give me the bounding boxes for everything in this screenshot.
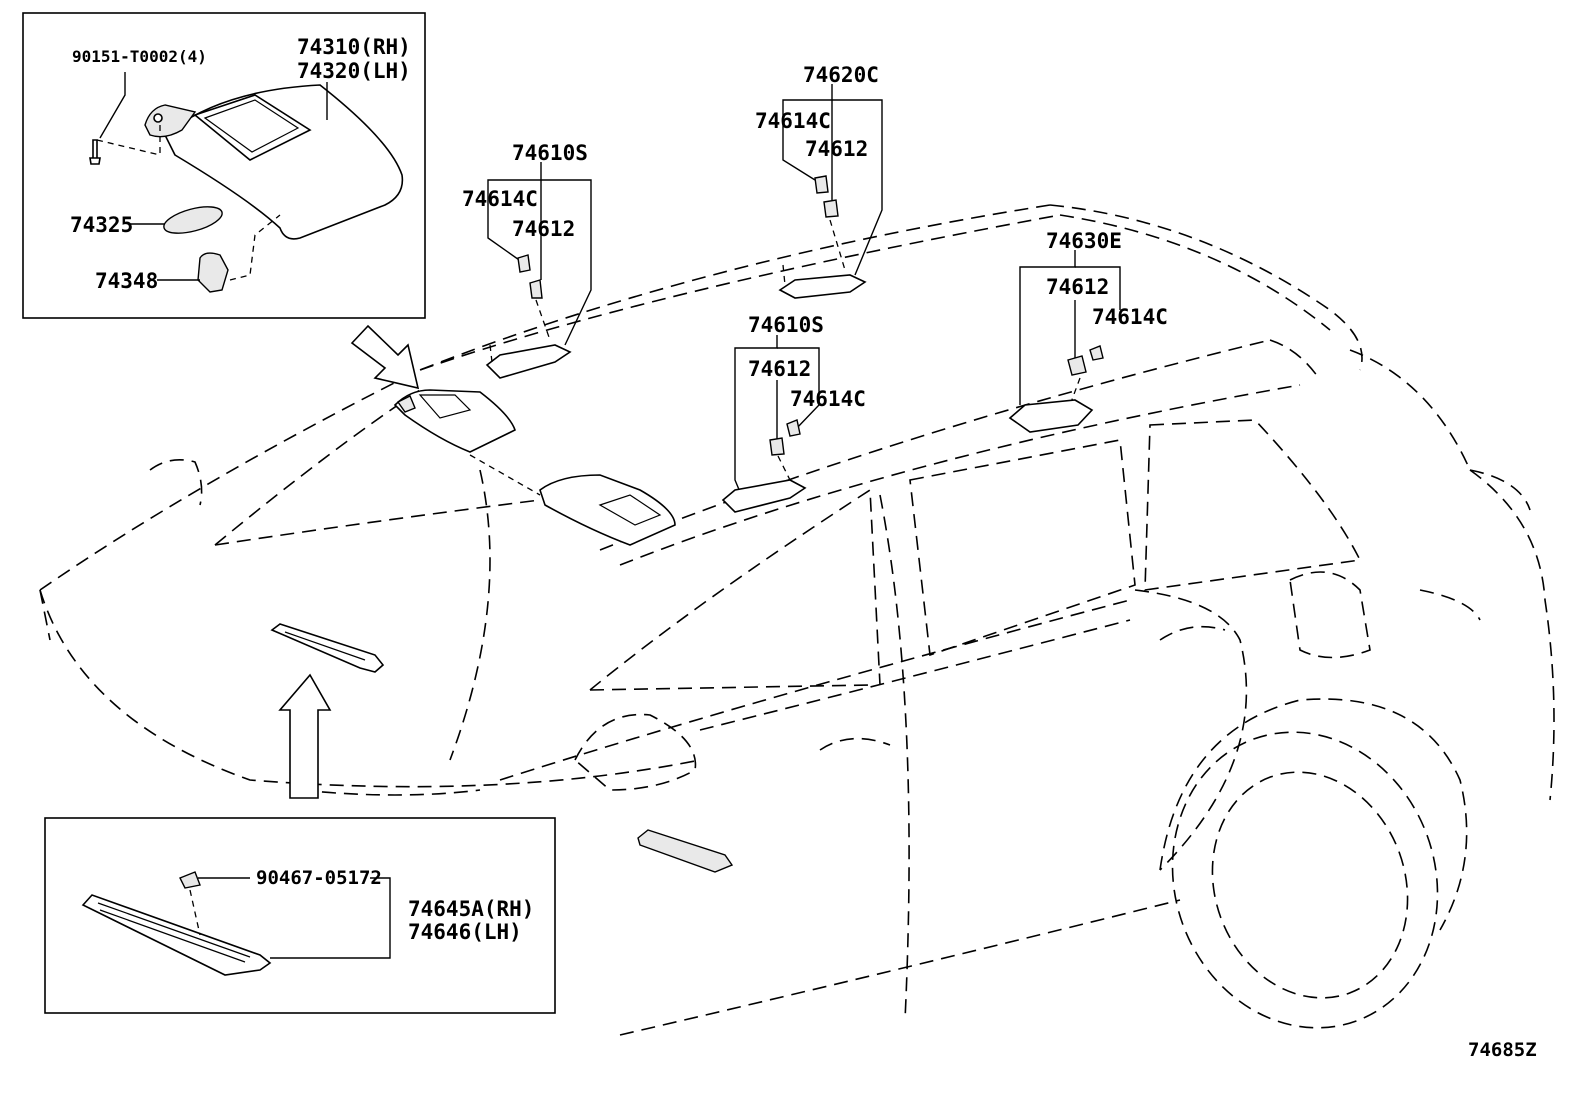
grip-front <box>485 162 592 379</box>
label-screw: 90151-T0002(4) <box>72 47 207 66</box>
installed-side-shade <box>270 623 734 873</box>
label-sideshade-rh: 74645A(RH) <box>408 897 534 921</box>
label-clip: 90467-05172 <box>256 867 382 889</box>
label-visor-holder: 74348 <box>95 269 158 293</box>
label-grip-mid-assy: 74610S <box>748 313 824 337</box>
installed-visors <box>393 389 676 546</box>
label-grip-front-cover: 74612 <box>512 217 575 241</box>
label-grip-rear-clip: 74614C <box>1092 305 1168 329</box>
label-visor-lh: 74320(LH) <box>297 59 411 83</box>
inset-arrow-top <box>350 324 420 390</box>
label-grip-rear-assy: 74630E <box>1046 229 1122 253</box>
label-grip-mid-cover: 74612 <box>748 357 811 381</box>
label-grip-center-cover: 74612 <box>805 137 868 161</box>
label-mirror-cover: 74325 <box>70 213 133 237</box>
sun-visor-inset <box>22 12 426 319</box>
grip-mid <box>721 335 820 513</box>
label-grip-front-clip: 74614C <box>462 187 538 211</box>
label-visor-rh: 74310(RH) <box>297 35 411 59</box>
label-grip-center-assy: 74620C <box>803 63 879 87</box>
inset-arrow-bottom <box>278 673 332 799</box>
label-sideshade-lh: 74646(LH) <box>408 920 522 944</box>
side-shade-inset <box>44 817 556 1014</box>
label-grip-center-clip: 74614C <box>755 109 831 133</box>
label-grip-front-assy: 74610S <box>512 141 588 165</box>
label-grip-rear-cover: 74612 <box>1046 275 1109 299</box>
vehicle-outline <box>39 204 1555 1036</box>
grip-rear <box>1008 250 1121 433</box>
label-grip-mid-clip: 74614C <box>790 387 866 411</box>
grip-center <box>778 84 883 299</box>
figure-code: 74685Z <box>1468 1039 1537 1061</box>
